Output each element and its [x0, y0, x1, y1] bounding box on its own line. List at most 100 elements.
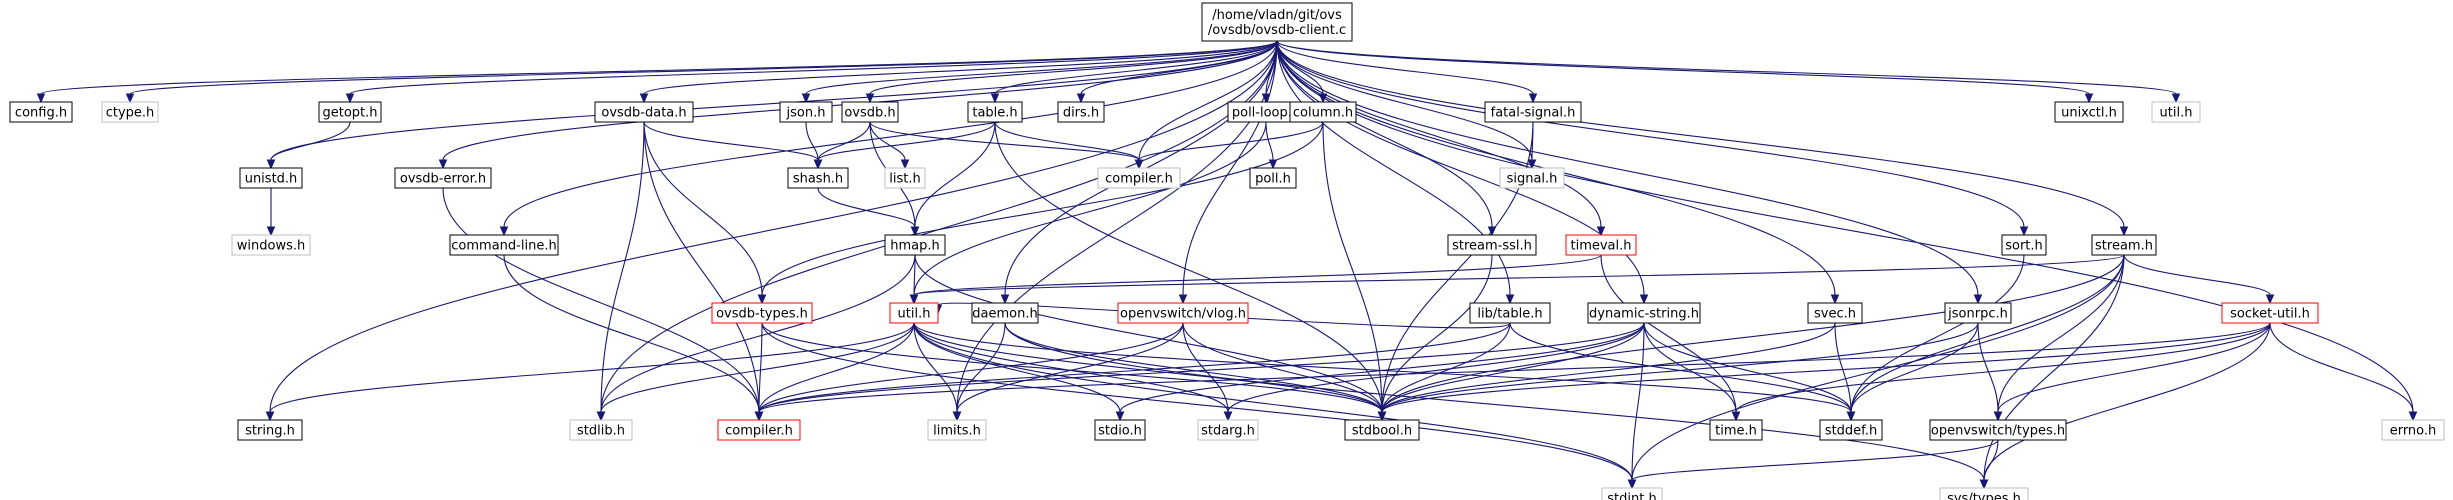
node-vlog-h[interactable]: openvswitch/vlog.h: [1117, 302, 1249, 324]
arrowhead-root-to-ovsdb_h: [865, 93, 875, 104]
node-svec-h[interactable]: svec.h: [1807, 302, 1863, 324]
arrowhead-ovs_types_h-to-sys_types_h: [1979, 479, 1989, 490]
node-timeval-h[interactable]: timeval.h: [1565, 234, 1637, 256]
node-compiler-h2: compiler.h: [1097, 167, 1181, 189]
arrowhead-root-to-json_h: [801, 93, 811, 104]
arrowhead-ovs_types_h-to-stdint_h: [1627, 479, 1637, 490]
node-stream-h[interactable]: stream.h: [2091, 234, 2157, 256]
node-config-h[interactable]: config.h: [9, 101, 73, 123]
node-ovs-types-h[interactable]: openvswitch/types.h: [1929, 419, 2067, 441]
node-box: [1057, 101, 1105, 123]
node-label: socket-util.h: [2230, 307, 2310, 322]
node-sys-types-h: sys/types.h: [1939, 487, 2029, 500]
arrowhead-root-to-dirs_h: [1076, 93, 1086, 104]
arrowhead-shash_h-to-hmap_h: [910, 226, 920, 237]
edge-stream_h-to-util_h: [913, 254, 2125, 296]
edge-daemon_h-to-sys_types_h: [1004, 322, 1985, 481]
edge-root-to-json_h: [805, 40, 1278, 95]
edge-table_h-to-compiler_h2: [994, 121, 1140, 161]
node-label: poll-loop.h: [1232, 106, 1300, 121]
node-label: ovsdb-types.h: [716, 307, 808, 322]
edge-shash_h-to-hmap_h: [817, 187, 916, 228]
node-getopt-h[interactable]: getopt.h: [318, 101, 382, 123]
node-poll-h[interactable]: poll.h: [1249, 167, 1297, 189]
node-box: [1944, 302, 2012, 324]
node-jsonrpc-h[interactable]: jsonrpc.h: [1944, 302, 2012, 324]
node-compiler-h[interactable]: compiler.h: [717, 419, 801, 441]
node-daemon-h[interactable]: daemon.h: [971, 302, 1039, 324]
arrowhead-root-to-unixctl_h: [2084, 93, 2094, 104]
node-socket-util-h[interactable]: socket-util.h: [2221, 302, 2319, 324]
edge-dynamic_string_h-to-stdint_h: [1631, 322, 1645, 481]
node-label: stdbool.h: [1352, 424, 1412, 439]
node-box: [449, 234, 559, 256]
node-dynamic-string-h[interactable]: dynamic-string.h: [1587, 302, 1701, 324]
node-box: [1819, 419, 1883, 441]
node-ovsdb-error-h[interactable]: ovsdb-error.h: [394, 167, 492, 189]
node-box: [787, 167, 849, 189]
node-command-line-h[interactable]: command-line.h: [449, 234, 559, 256]
node-stdio-h[interactable]: stdio.h: [1094, 419, 1146, 441]
node-box: [2381, 419, 2445, 441]
node-limits-h: limits.h: [927, 419, 987, 441]
edge-timeval_h-to-time_h: [1600, 254, 1737, 413]
edge-root-to-stream_h: [1276, 40, 2125, 228]
edge-socket_util_h-to-errno_h: [2269, 322, 2414, 413]
node-box: [884, 167, 926, 189]
node-stdbool-h[interactable]: stdbool.h: [1344, 419, 1420, 441]
node-label: stdint.h: [1607, 492, 1656, 500]
node-unixctl-h[interactable]: unixctl.h: [2054, 101, 2124, 123]
node-time-h[interactable]: time.h: [1709, 419, 1763, 441]
node-dirs-h[interactable]: dirs.h: [1057, 101, 1105, 123]
edge-util_h-to-string_h: [269, 322, 915, 413]
edge-lib_table_h-to-stdbool_h: [1381, 322, 1511, 413]
node-label: signal.h: [1507, 172, 1558, 187]
node-root[interactable]: /home/vladn/git/ovs/ovsdb/ovsdb-client.c: [1201, 2, 1353, 42]
node-hmap-h[interactable]: hmap.h: [884, 234, 946, 256]
edge-root-to-string_h: [269, 40, 1278, 413]
edge-dynamic_string_h-to-compiler_h: [758, 322, 1645, 413]
arrowhead-socket_util_h-to-time_h: [1731, 411, 1741, 422]
node-stream-ssl-h[interactable]: stream-ssl.h: [1447, 234, 1537, 256]
node-sort-h[interactable]: sort.h: [2001, 234, 2047, 256]
node-poll-loop-h[interactable]: poll-loop.h: [1227, 101, 1305, 123]
edge-stream_h-to-stdbool_h: [1381, 254, 2125, 413]
arrowhead-root-to-getopt_h: [345, 93, 355, 104]
node-util-h[interactable]: util.h: [889, 302, 939, 324]
node-box: [318, 101, 382, 123]
node-ctype-h: ctype.h: [101, 101, 159, 123]
node-label: stream-ssl.h: [1452, 239, 1532, 254]
node-json-h[interactable]: json.h: [779, 101, 833, 123]
edge-root-to-sort_h: [1276, 40, 2025, 228]
node-column-h[interactable]: column.h: [1289, 101, 1357, 123]
edge-ovs_types_h-to-sys_types_h: [1983, 439, 1999, 481]
arrowhead-dynamic_string_h-to-stdarg_h: [1223, 411, 1233, 422]
node-box: [711, 302, 813, 324]
node-box: [1709, 419, 1763, 441]
edge-poll_loop_h-to-util_h: [913, 121, 1267, 296]
node-ovsdb-types-h[interactable]: ovsdb-types.h: [711, 302, 813, 324]
node-unistd-h[interactable]: unistd.h: [239, 167, 303, 189]
arrowhead-table_h-to-shash_h: [813, 159, 823, 170]
node-table-h[interactable]: table.h: [967, 101, 1023, 123]
node-box: [1939, 487, 2029, 500]
node-string-h[interactable]: string.h: [237, 419, 303, 441]
node-fatal-signal-h[interactable]: fatal-signal.h: [1484, 101, 1582, 123]
node-shash-h[interactable]: shash.h: [787, 167, 849, 189]
node-ovsdb-data-h[interactable]: ovsdb-data.h: [594, 101, 694, 123]
arrowhead-root-to-config_h: [36, 93, 46, 104]
node-box: [717, 419, 801, 441]
arrowhead-root-to-table_h: [990, 93, 1000, 104]
node-box: [884, 234, 946, 256]
edge-root-to-table_h: [994, 40, 1278, 95]
node-box: [1565, 234, 1637, 256]
node-lib-table-h[interactable]: lib/table.h: [1469, 302, 1551, 324]
edge-ovsdb_types_h-to-stdbool_h: [761, 322, 1383, 413]
edge-root-to-stream_ssl_h: [1276, 40, 1493, 228]
arrowhead-vlog_h-to-limits_h: [952, 411, 962, 422]
node-box: [779, 101, 833, 123]
node-ovsdb-h[interactable]: ovsdb.h: [841, 101, 899, 123]
node-label: daemon.h: [972, 307, 1037, 322]
edge-ovsdb_h-to-shash_h: [817, 121, 871, 161]
node-stddef-h[interactable]: stddef.h: [1819, 419, 1883, 441]
